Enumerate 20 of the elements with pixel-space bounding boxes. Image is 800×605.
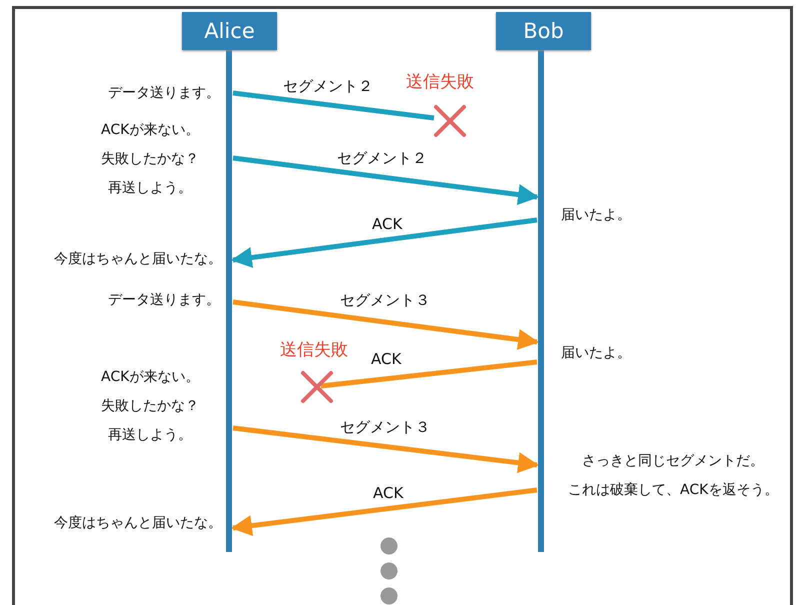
note-text: ACKが来ない。失敗したかな？再送しよう。 [101,368,200,444]
note-text: 届いたよ。 [561,206,631,224]
failure-label: 送信失敗 [406,72,474,92]
arrow [232,426,540,474]
note-text: データ送ります。 [108,84,220,102]
cross-mark [433,104,467,138]
note-text: 今度はちゃんと届いたな。 [54,250,222,268]
note-text: ACKが来ない。失敗したかな？再送しよう。 [101,120,200,198]
arrow [232,300,540,350]
arrow [230,218,538,268]
participant-header: Bob [496,12,591,50]
note-text: 届いたよ。 [561,344,631,362]
note-text: データ送ります。 [108,290,220,310]
arrow [230,488,538,536]
failure-label: 送信失敗 [280,340,348,360]
note-text: 今度はちゃんと届いたな。 [54,514,222,532]
participant-header: Alice [182,12,277,50]
arrow [232,156,540,205]
cross-mark [300,370,334,404]
note-text: さっきと同じセグメントだ。これは破棄して、ACKを返そう。 [568,452,778,500]
